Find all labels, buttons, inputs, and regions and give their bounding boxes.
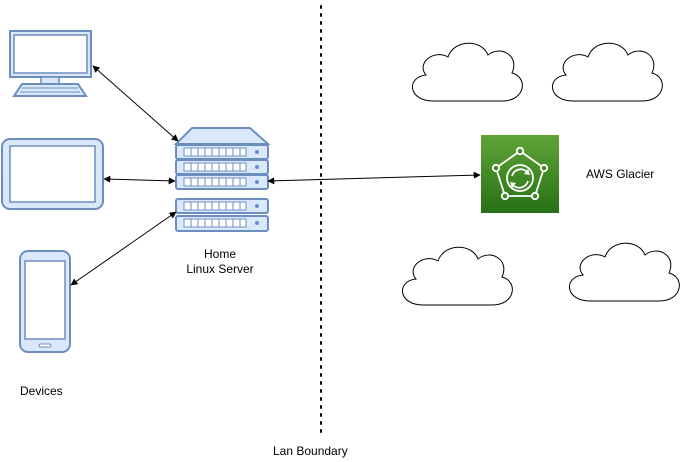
connector-server-glacier <box>267 171 481 185</box>
devices-label: Devices <box>20 384 63 398</box>
connector-desktop-server <box>92 65 179 142</box>
aws-glacier-icon <box>481 135 559 213</box>
cloud-icon <box>551 42 663 102</box>
server-label: Home Linux Server <box>160 247 280 277</box>
cloud-icon <box>401 246 513 306</box>
cloud-icon <box>568 242 680 302</box>
server-label-line2: Linux Server <box>186 262 254 276</box>
aws-glacier-label: AWS Glacier <box>586 167 655 181</box>
tablet-icon <box>1 138 104 210</box>
cloud-icon <box>411 42 523 102</box>
desktop-computer-icon <box>9 30 92 97</box>
connector-phone-server <box>70 211 177 286</box>
lan-boundary-label: Lan Boundary <box>273 444 348 458</box>
smartphone-icon <box>19 250 71 353</box>
server-rack-icon <box>173 127 271 232</box>
connector-tablet-server <box>103 175 176 185</box>
server-label-line1: Home <box>203 247 236 261</box>
